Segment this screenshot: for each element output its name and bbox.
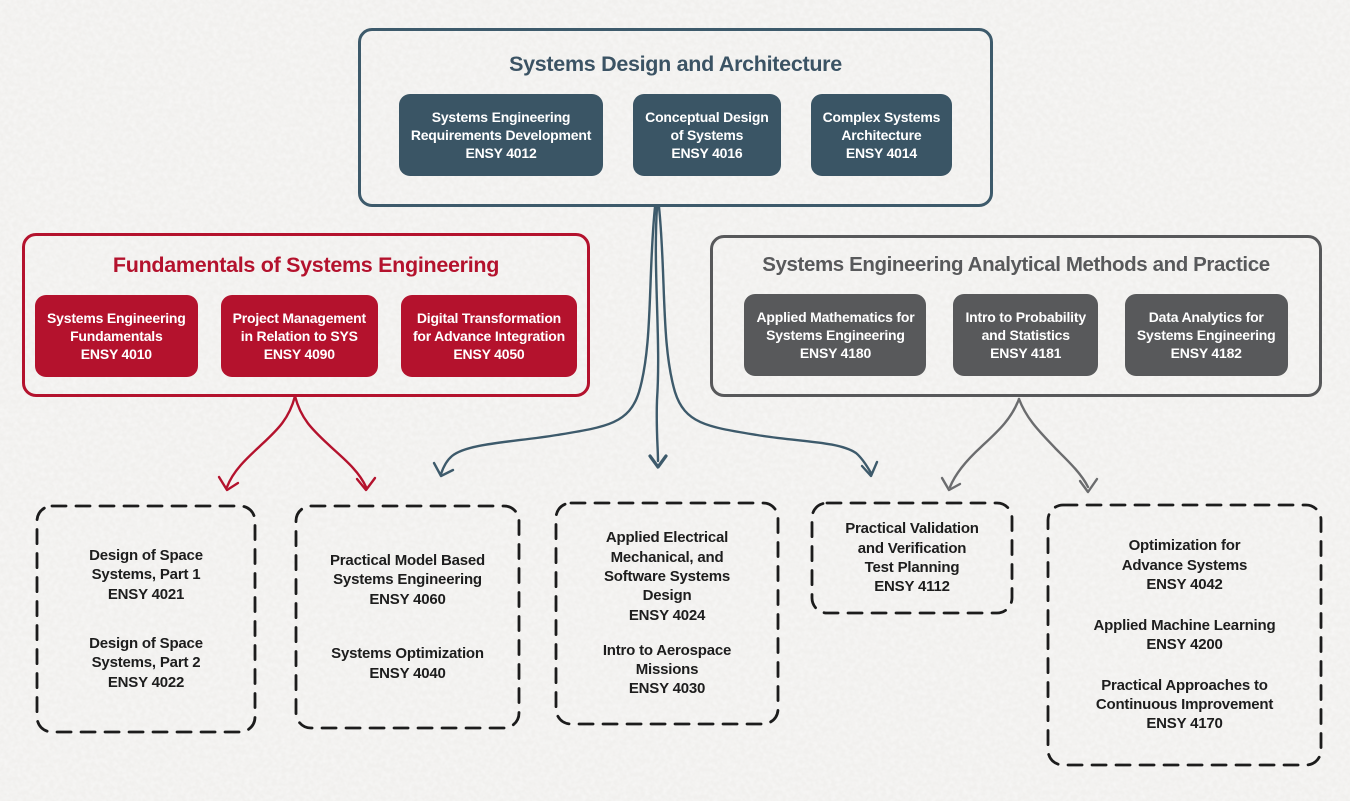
course-card-ensy4182: Data Analytics for Systems Engineering E… — [1124, 294, 1288, 376]
course-code: ENSY 4181 — [990, 345, 1062, 362]
group-title-systems-design: Systems Design and Architecture — [509, 52, 842, 76]
elective-box-space-systems: Design of Space Systems, Part 1 ENSY 402… — [37, 506, 255, 732]
course-card-ensy4181: Intro to Probability and Statistics ENSY… — [953, 294, 1098, 376]
course-card-ensy4012: Systems Engineering Requirements Develop… — [398, 94, 604, 176]
course-name: Intro to Aerospace Missions — [602, 641, 732, 678]
course-code: ENSY 4200 — [1146, 636, 1223, 653]
course-entry-ensy4024: Applied Electrical Mechanical, and Softw… — [604, 528, 730, 625]
course-entry-ensy4040: Systems Optimization ENSY 4040 — [331, 644, 484, 683]
course-code: ENSY 4090 — [263, 346, 335, 363]
course-name: Practical Model Based Systems Engineerin… — [329, 552, 486, 589]
course-code: ENSY 4060 — [369, 590, 446, 608]
course-name: Optimization for Advance Systems — [1121, 537, 1248, 574]
elective-box-mbse-optimization: Practical Model Based Systems Engineerin… — [296, 506, 519, 728]
course-card-ensy4180: Applied Mathematics for Systems Engineer… — [744, 294, 927, 376]
course-card-ensy4010: Systems Engineering Fundamentals ENSY 40… — [35, 295, 198, 377]
course-entry-ensy4022: Design of Space Systems, Part 2 ENSY 402… — [89, 634, 203, 692]
course-name: Systems Engineering Fundamentals — [47, 309, 186, 344]
course-code: ENSY 4016 — [671, 145, 743, 162]
course-card-ensy4090: Project Management in Relation to SYS EN… — [220, 295, 378, 377]
course-name: Practical Approaches to Continuous Impro… — [1095, 676, 1274, 713]
group-analytical-methods: Systems Engineering Analytical Methods a… — [710, 235, 1322, 397]
course-name: Design of Space Systems, Part 1 — [89, 546, 203, 584]
course-name: Systems Engineering Requirements Develop… — [410, 108, 592, 143]
elective-box-electromech-aerospace: Applied Electrical Mechanical, and Softw… — [556, 503, 778, 724]
course-row: Systems Engineering Requirements Develop… — [361, 94, 990, 176]
course-code: ENSY 4180 — [799, 345, 872, 362]
course-card-ensy4050: Digital Transformation for Advance Integ… — [400, 295, 577, 377]
course-name: Systems Optimization — [331, 645, 484, 663]
course-name: Intro to Probability and Statistics — [965, 308, 1086, 343]
course-name: Applied Electrical Mechanical, and Softw… — [603, 529, 731, 605]
group-title-fundamentals: Fundamentals of Systems Engineering — [112, 253, 500, 277]
course-code: ENSY 4022 — [107, 673, 185, 691]
course-code: ENSY 4182 — [1170, 345, 1242, 362]
course-name: Conceptual Design of Systems — [645, 108, 769, 143]
course-name: Practical Validation and Verification Te… — [845, 520, 979, 576]
course-row: Systems Engineering Fundamentals ENSY 40… — [25, 295, 587, 377]
course-card-ensy4016: Conceptual Design of Systems ENSY 4016 — [633, 94, 781, 176]
course-code: ENSY 4030 — [628, 680, 706, 698]
course-entry-ensy4021: Design of Space Systems, Part 1 ENSY 402… — [89, 546, 203, 604]
course-code: ENSY 4010 — [80, 346, 152, 363]
course-name: Data Analytics for Systems Engineering — [1136, 308, 1276, 343]
course-code: ENSY 4040 — [369, 664, 446, 682]
course-code: ENSY 4014 — [845, 145, 917, 162]
course-entry-ensy4042: Optimization for Advance Systems ENSY 40… — [1121, 536, 1248, 594]
course-code: ENSY 4170 — [1146, 715, 1223, 733]
group-title-analytical-methods: Systems Engineering Analytical Methods a… — [762, 253, 1270, 276]
course-entry-ensy4030: Intro to Aerospace Missions ENSY 4030 — [602, 641, 732, 699]
course-entry-ensy4170: Practical Approaches to Continuous Impro… — [1096, 676, 1273, 734]
course-entry-ensy4060: Practical Model Based Systems Engineerin… — [330, 551, 485, 609]
course-code: ENSY 4021 — [107, 585, 185, 603]
course-code: ENSY 4042 — [1146, 576, 1223, 593]
course-code: ENSY 4012 — [465, 145, 537, 162]
course-name: Digital Transformation for Advance Integ… — [412, 309, 565, 344]
course-entry-ensy4200: Applied Machine Learning ENSY 4200 — [1094, 616, 1276, 655]
elective-box-validation-verification: Practical Validation and Verification Te… — [812, 503, 1012, 613]
group-systems-design: Systems Design and Architecture Systems … — [358, 28, 993, 207]
course-row: Applied Mathematics for Systems Engineer… — [713, 294, 1319, 376]
course-name: Complex Systems Architecture — [822, 108, 941, 143]
group-fundamentals: Fundamentals of Systems Engineering Syst… — [22, 233, 590, 397]
course-card-ensy4014: Complex Systems Architecture ENSY 4014 — [810, 94, 953, 176]
course-name: Project Management in Relation to SYS — [232, 309, 367, 344]
elective-box-advanced-analytics: Optimization for Advance Systems ENSY 40… — [1048, 505, 1321, 765]
course-name: Design of Space Systems, Part 2 — [89, 634, 203, 672]
course-entry-ensy4112: Practical Validation and Verification Te… — [845, 519, 979, 596]
course-code: ENSY 4050 — [453, 346, 525, 363]
course-code: ENSY 4024 — [628, 606, 706, 624]
course-name: Applied Mathematics for Systems Engineer… — [756, 308, 915, 343]
course-name: Applied Machine Learning — [1093, 616, 1276, 634]
course-code: ENSY 4112 — [874, 578, 950, 596]
